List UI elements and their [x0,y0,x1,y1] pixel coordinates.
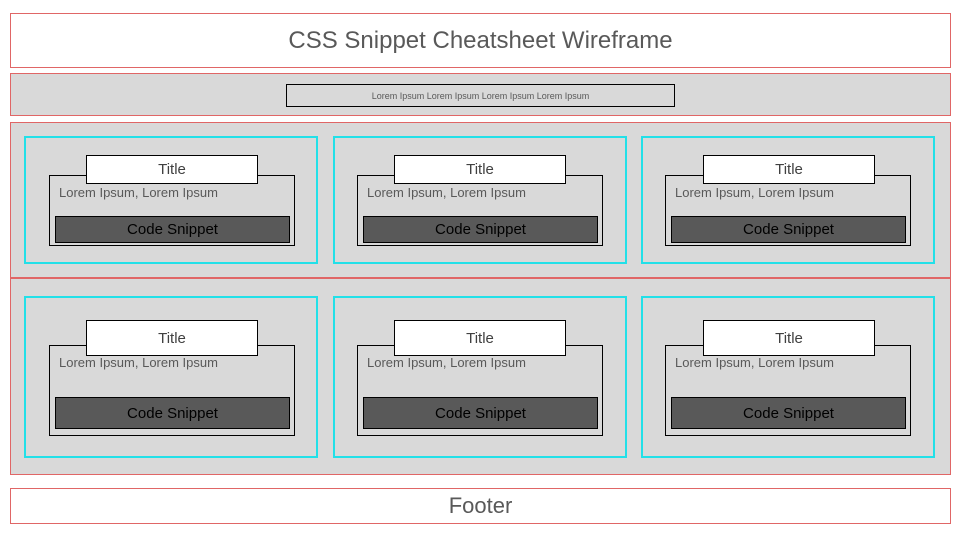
card-title-label: Title [775,329,803,347]
card-title: Title [86,155,258,184]
card-text: Lorem Ipsum, Lorem Ipsum [367,355,526,370]
card-title: Title [703,155,875,184]
code-snippet: Code Snippet [55,216,290,243]
page-title: CSS Snippet Cheatsheet Wireframe [288,26,673,54]
subheader-text: Lorem Ipsum Lorem Ipsum Lorem Ipsum Lore… [371,90,590,101]
code-snippet-label: Code Snippet [743,404,834,422]
card-title-label: Title [466,161,494,178]
code-snippet: Code Snippet [363,397,598,429]
card-title-label: Title [775,161,803,178]
footer-text: Footer [448,493,513,518]
code-snippet: Code Snippet [363,216,598,243]
card-title-label: Title [158,329,186,347]
code-snippet: Code Snippet [671,397,906,429]
code-snippet-label: Code Snippet [127,221,218,238]
code-snippet-label: Code Snippet [435,221,526,238]
code-snippet: Code Snippet [55,397,290,429]
card-title-label: Title [466,329,494,347]
card-text: Lorem Ipsum, Lorem Ipsum [675,185,834,200]
card-title: Title [394,155,566,184]
code-snippet-label: Code Snippet [435,404,526,422]
page-footer: Footer [10,488,951,524]
card-text: Lorem Ipsum, Lorem Ipsum [59,355,218,370]
code-snippet: Code Snippet [671,216,906,243]
card-text: Lorem Ipsum, Lorem Ipsum [59,185,218,200]
card-title: Title [703,320,875,356]
subheader-text-box: Lorem Ipsum Lorem Ipsum Lorem Ipsum Lore… [286,84,675,107]
page-header: CSS Snippet Cheatsheet Wireframe [10,13,951,68]
card-title: Title [86,320,258,356]
card-title: Title [394,320,566,356]
card-title-label: Title [158,161,186,178]
card-text: Lorem Ipsum, Lorem Ipsum [367,185,526,200]
code-snippet-label: Code Snippet [127,404,218,422]
card-text: Lorem Ipsum, Lorem Ipsum [675,355,834,370]
code-snippet-label: Code Snippet [743,221,834,238]
